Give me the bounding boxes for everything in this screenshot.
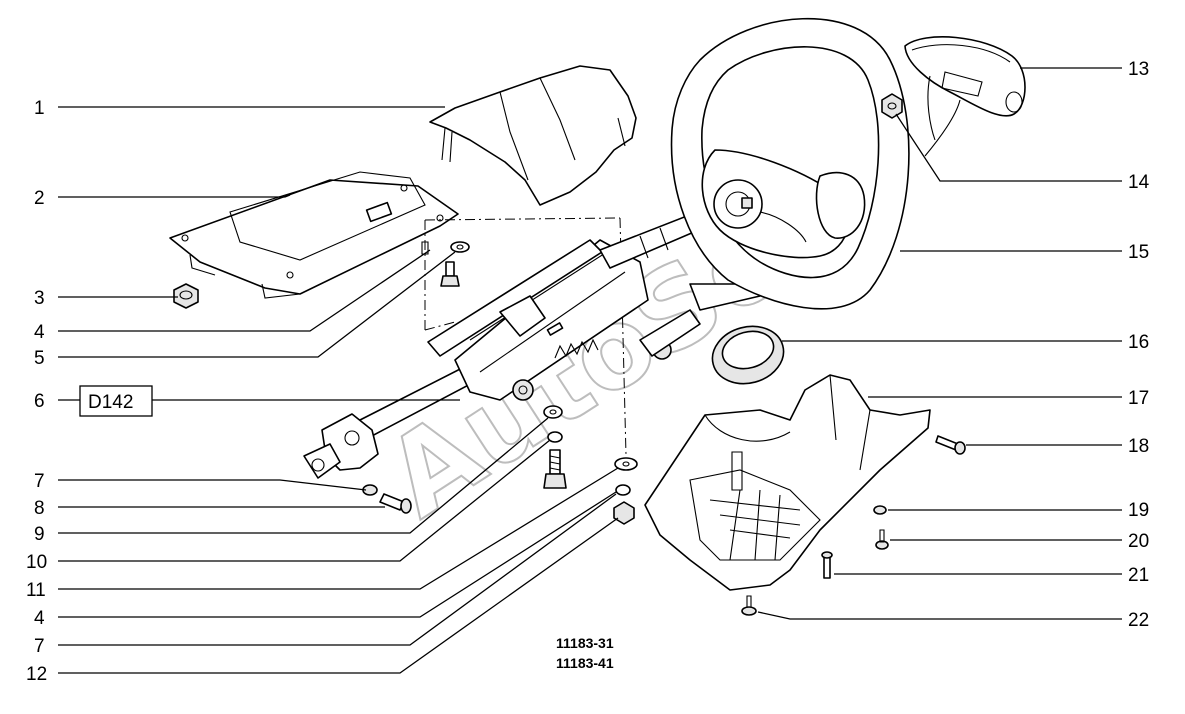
callout-14-label: 14	[1128, 172, 1150, 193]
washer-nut-stack	[613, 457, 638, 525]
callout-21-label: 21	[1128, 565, 1149, 586]
leader-line-11	[58, 467, 619, 590]
lower-shroud-part	[644, 374, 931, 591]
nut-part	[173, 283, 199, 309]
steering-wheel-part	[670, 17, 910, 310]
callout-4-label: 4	[34, 322, 45, 343]
callout-5-label: 5	[34, 348, 45, 369]
callout-15-label: 15	[1128, 242, 1149, 263]
callout-6-label: 6	[34, 391, 45, 412]
contact-ring-part	[711, 325, 785, 385]
callout-9-label: 9	[34, 524, 45, 545]
stud-and-washer-part	[421, 241, 470, 287]
callouts-right: 13 14 15 16 17 18 19 20 21 22	[757, 59, 1150, 631]
drawing-code-1: 11183-31	[556, 635, 614, 651]
callout-19-label: 19	[1128, 500, 1149, 521]
reference-box	[79, 385, 153, 417]
leader-line-9	[58, 417, 549, 534]
assembly-line-top	[424, 217, 621, 221]
leader-line-2	[58, 194, 291, 198]
callout-18-label: 18	[1128, 436, 1149, 457]
leader-line-7b	[58, 493, 617, 646]
leader-line-7	[58, 479, 367, 491]
assembly-line-bottom	[424, 321, 456, 331]
callout-13-label: 13	[1128, 59, 1149, 80]
drawing-code-2: 11183-41	[556, 655, 614, 671]
clip-19-part	[873, 505, 887, 515]
callout-7b-label: 7	[34, 636, 45, 657]
callout-2-label: 2	[34, 188, 45, 209]
callout-22-label: 22	[1128, 610, 1149, 631]
reference-box-label: D142	[88, 392, 133, 413]
screw-22-part	[741, 595, 757, 616]
screw-18-part	[935, 435, 966, 455]
wheel-nut-part	[881, 93, 903, 119]
callout-3-label: 3	[34, 288, 45, 309]
upper-shroud-part	[429, 65, 637, 206]
callout-12-label: 12	[26, 664, 47, 685]
callouts-left: 1 2 3 4 5 6 D142 7 8 9 10 11 4 7 12	[26, 98, 619, 685]
callout-20-label: 20	[1128, 531, 1149, 552]
callout-17-label: 17	[1128, 388, 1149, 409]
leader-line-4	[58, 249, 431, 332]
leader-line-12	[58, 517, 619, 674]
screw-21-part	[821, 551, 833, 579]
callout-16-label: 16	[1128, 332, 1149, 353]
airbag-cover-part	[904, 36, 1026, 157]
steering-column-part	[303, 204, 761, 479]
column-hardware-stack	[543, 405, 567, 489]
leader-line-14	[895, 113, 1122, 182]
bracket-plate-part	[169, 171, 459, 299]
leader-line-22	[757, 611, 1122, 620]
callout-1-label: 1	[34, 98, 45, 119]
callout-7-label: 7	[34, 471, 45, 492]
leader-line-10	[58, 439, 551, 562]
callout-4b-label: 4	[34, 608, 45, 629]
callout-8-label: 8	[34, 498, 45, 519]
leader-line-5	[58, 251, 456, 358]
callout-11-label: 11	[26, 580, 46, 601]
callout-10-label: 10	[26, 552, 47, 573]
bolt-and-washer-part	[362, 484, 412, 514]
screw-20-part	[875, 529, 889, 550]
leader-line-4b	[58, 491, 617, 618]
